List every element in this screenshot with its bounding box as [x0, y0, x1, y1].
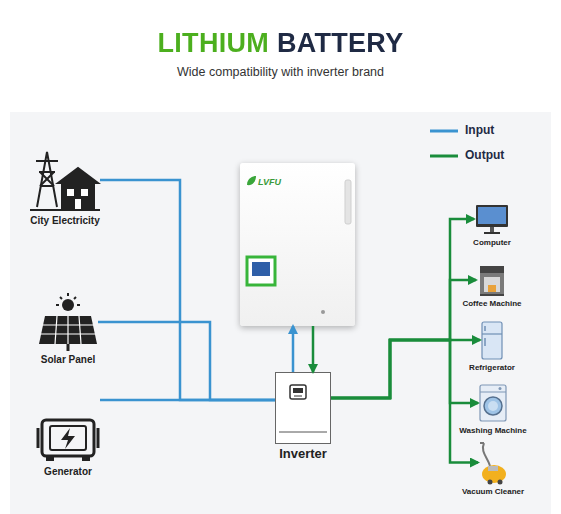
legend-line-output	[430, 155, 458, 158]
node-label: Computer	[473, 238, 511, 247]
node-label: Solar Panel	[41, 354, 95, 365]
appliance: Coffee Machine	[476, 264, 508, 296]
appliance: Washing Machine	[478, 383, 508, 423]
appliance: Refrigerator	[480, 320, 504, 360]
node-label: City Electricity	[30, 215, 99, 226]
node-label: Refrigerator	[469, 363, 515, 372]
node-label: Vacuum Cleaner	[462, 487, 524, 496]
subtitle: Wide compatibility with inverter brand	[0, 65, 561, 79]
output-wire	[331, 340, 478, 463]
computer-icon	[476, 205, 508, 234]
legend-line-input	[430, 130, 458, 133]
appliance: Vacuum Cleaner	[478, 441, 508, 484]
diagram-panel	[10, 112, 551, 514]
brand-logo: LVFU	[258, 177, 281, 187]
power-source: Generator	[36, 395, 100, 463]
power-source: City Electricity	[30, 148, 100, 212]
inverter-body	[275, 372, 331, 444]
power-source: Solar Panel	[38, 293, 98, 351]
main-title: LITHIUM BATTERY	[158, 28, 404, 59]
city-electricity-icon	[30, 152, 100, 210]
node-label: Coffee Machine	[462, 299, 521, 308]
output-wire	[331, 340, 480, 398]
output-wire	[331, 280, 476, 398]
output-wire	[331, 340, 478, 403]
legend-text: Output	[465, 148, 504, 162]
output-wire	[312, 326, 315, 372]
coffee-machine-icon	[480, 266, 504, 296]
solar-panel-icon	[39, 293, 97, 351]
node-label: Washing Machine	[459, 426, 526, 435]
input-wire	[98, 322, 275, 400]
battery-unit: LVFU	[240, 163, 355, 326]
generator-icon	[38, 420, 98, 461]
appliance: Computer	[474, 203, 510, 235]
washing-machine-icon	[480, 385, 506, 421]
battery-details	[247, 176, 351, 314]
legend-text: Input	[465, 123, 494, 137]
inverter-box: Inverter	[275, 372, 331, 444]
input-wire	[100, 399, 275, 402]
node-label: Generator	[44, 466, 92, 477]
inverter-details	[279, 385, 327, 432]
title-block: LITHIUM BATTERY	[0, 28, 561, 59]
output-wire	[331, 219, 474, 398]
input-wire	[100, 180, 275, 400]
input-wire	[292, 326, 295, 372]
vacuum-cleaner-icon	[480, 443, 506, 485]
node-label: Inverter	[279, 446, 327, 461]
refrigerator-icon	[482, 322, 502, 359]
